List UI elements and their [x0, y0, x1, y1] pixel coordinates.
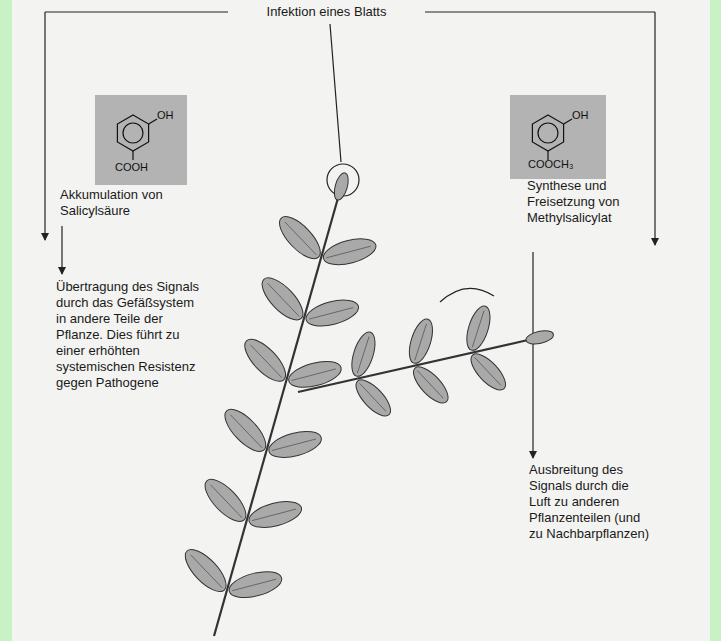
formula-text: OH — [157, 109, 174, 121]
leaf-vein — [252, 509, 296, 521]
leaf — [408, 362, 454, 409]
leaf — [321, 234, 379, 270]
leaf — [179, 543, 233, 598]
leaf-vein — [268, 283, 300, 316]
leaf — [405, 316, 437, 366]
air-mark — [440, 288, 494, 302]
leaf — [273, 210, 327, 265]
leaf-vein — [232, 579, 276, 591]
leaf — [332, 171, 351, 201]
caption-text: Infektion eines Blatts — [228, 4, 425, 20]
leaf-vein — [285, 222, 317, 255]
leaf — [218, 403, 272, 458]
leaf — [347, 329, 379, 379]
leaf-vein — [272, 439, 316, 451]
structure-box: OH COOH — [95, 95, 187, 185]
leaf — [256, 272, 310, 327]
caption-text: Ausbreitung des Signals durch die Luft z… — [529, 462, 654, 542]
leaf-vein — [417, 370, 443, 398]
leaf — [286, 357, 344, 393]
formula-text: OH — [572, 109, 589, 121]
plant — [179, 171, 555, 636]
leaf-vein — [250, 345, 282, 378]
structure-box: OH COOCH₃ — [510, 95, 606, 179]
leaf — [199, 473, 253, 528]
leaf — [303, 295, 361, 331]
arrow — [44, 12, 45, 240]
leaf-vein — [211, 485, 243, 518]
leaf — [462, 303, 494, 353]
leaf-vein — [191, 555, 223, 588]
leaf — [266, 427, 324, 463]
leaf-vein — [292, 369, 336, 381]
formula-text: COOCH₃ — [528, 158, 573, 170]
bracket-line — [425, 11, 655, 12]
leaf-vein — [360, 383, 386, 411]
bracket-line — [45, 11, 228, 12]
leaf-vein — [357, 337, 369, 374]
leaf — [466, 349, 512, 396]
caption-text: Übertragung des Signals durch das Gefäßs… — [56, 279, 206, 391]
formula-text: COOH — [115, 161, 148, 173]
stem — [214, 198, 338, 636]
leaf-vein — [415, 324, 427, 361]
arrow — [654, 12, 655, 245]
leaf — [351, 375, 397, 422]
caption-text: Akkumulation von Salicylsäure — [60, 187, 170, 219]
leaf — [226, 567, 284, 603]
arrow — [532, 252, 533, 458]
arrow — [61, 226, 62, 274]
caption-text: Synthese und Freisetzung von Methylsalic… — [527, 178, 627, 226]
leaf — [238, 333, 292, 388]
leaf — [525, 328, 555, 346]
leaf-vein — [309, 308, 353, 320]
leaf — [246, 497, 304, 533]
pointer-line — [330, 24, 341, 162]
leaf-vein — [326, 246, 370, 258]
leaf-vein — [230, 415, 262, 448]
leaf-vein — [472, 311, 484, 348]
leaf-vein — [475, 357, 501, 385]
